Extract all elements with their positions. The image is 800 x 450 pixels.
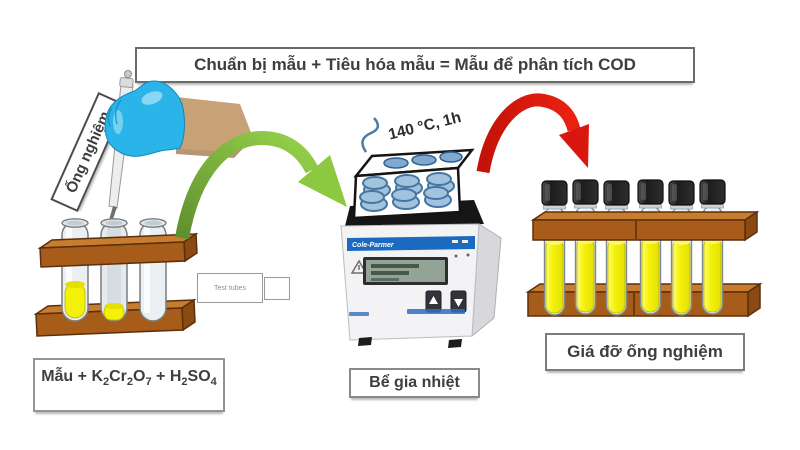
heater-label-text: Bể gia nhiệt: [369, 374, 460, 391]
increase-button: [425, 290, 442, 313]
right-rack-upper-slab: [530, 210, 760, 242]
empty-note-box: [264, 277, 290, 300]
reagent-label-box: Mẫu + K2Cr2O7 + H2SO4: [33, 358, 225, 412]
test-tubes-note-box: Test tubes: [197, 273, 263, 303]
rack-label-text: Giá đỡ ống nghiệm: [567, 342, 723, 361]
temperature-label: 140 °C, 1h: [387, 96, 517, 145]
steam-squiggle: [361, 117, 380, 153]
pipette: [107, 70, 134, 228]
green-arrow: [175, 130, 347, 240]
lcd-display: [363, 257, 448, 285]
title-box: Chuẩn bị mẫu + Tiêu hóa mẫu = Mẫu để phâ…: [135, 47, 695, 83]
sample-liquid: [103, 304, 125, 321]
pipette-tip: [107, 206, 117, 228]
left-rack-upper-slab: [37, 232, 199, 268]
left-rack-lower-slab: [33, 298, 197, 337]
brand-stripe: [347, 236, 475, 251]
arm: [176, 97, 252, 158]
title-text: Chuẩn bị mẫu + Tiêu hóa mẫu = Mẫu để phâ…: [194, 55, 636, 74]
block-wells: [359, 172, 455, 212]
warning-icon: [350, 259, 368, 274]
decrease-button: [450, 290, 467, 313]
rack-label-box: Giá đỡ ống nghiệm: [545, 333, 745, 371]
test-tube-label-text: Ống nghiệm: [62, 108, 114, 196]
sample-liquid: [64, 282, 86, 319]
heater-label-box: Bể gia nhiệt: [349, 368, 480, 398]
heater-body: Cole-Parmer: [340, 223, 502, 348]
temperature-text: 140 °C, 1h: [386, 109, 463, 144]
right-rack-lower-slab: [525, 282, 763, 318]
left-test-tubes: [61, 218, 167, 322]
brand-text: Cole-Parmer: [352, 242, 395, 249]
test-tubes-note-text: Test tubes: [214, 284, 246, 292]
test-tube-rotated-label: Ống nghiệm: [50, 91, 126, 213]
capped-sample-tubes: [541, 179, 726, 316]
reagent-formula: Mẫu + K2Cr2O7 + H2SO4: [41, 368, 217, 389]
